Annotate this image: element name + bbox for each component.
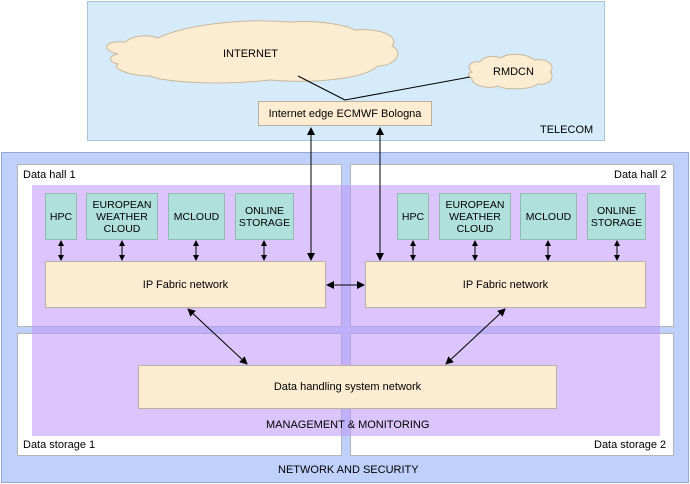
management-label: MANAGEMENT & MONITORING xyxy=(266,419,430,431)
service-label: EUROPEAN WEATHER CLOUD xyxy=(445,198,505,235)
service-label: MCLOUD xyxy=(173,210,220,223)
hall2-mcloud-box: MCLOUD xyxy=(520,193,577,240)
data-hall-1-label: Data hall 1 xyxy=(23,169,76,181)
telecom-label: TELECOM xyxy=(540,124,594,136)
data-storage-1-label: Data storage 1 xyxy=(23,439,96,451)
data-handling-label: Data handling system network xyxy=(273,381,422,393)
service-label: ONLINE STORAGE xyxy=(590,204,643,229)
internet-edge-label: Internet edge ECMWF Bologna xyxy=(268,107,422,120)
service-label: MCLOUD xyxy=(525,210,572,223)
hall2-online-storage-box: ONLINE STORAGE xyxy=(587,193,646,240)
service-label: HPC xyxy=(401,210,425,223)
network-security-label: NETWORK AND SECURITY xyxy=(278,464,419,476)
hall2-ip-fabric-box: IP Fabric network xyxy=(365,261,646,308)
service-label: EUROPEAN WEATHER CLOUD xyxy=(92,198,152,235)
rmdcn-cloud-label: RMDCN xyxy=(493,66,534,78)
hall1-mcloud-box: MCLOUD xyxy=(168,193,225,240)
hall1-european-weather-cloud-box: EUROPEAN WEATHER CLOUD xyxy=(86,193,158,240)
service-label: ONLINE STORAGE xyxy=(238,204,291,229)
hall2-european-weather-cloud-box: EUROPEAN WEATHER CLOUD xyxy=(439,193,511,240)
hall1-ip-fabric-box: IP Fabric network xyxy=(45,261,326,308)
ip-fabric-label: IP Fabric network xyxy=(462,278,549,291)
internet-edge-box: Internet edge ECMWF Bologna xyxy=(258,101,432,126)
ip-fabric-label: IP Fabric network xyxy=(142,278,229,291)
hall2-hpc-box: HPC xyxy=(397,193,429,240)
service-label: HPC xyxy=(49,210,73,223)
data-handling-box: Data handling system network xyxy=(138,365,557,409)
hall1-online-storage-box: ONLINE STORAGE xyxy=(235,193,294,240)
hall1-hpc-box: HPC xyxy=(45,193,77,240)
internet-cloud-label: INTERNET xyxy=(223,48,278,60)
data-hall-2-label: Data hall 2 xyxy=(614,169,667,181)
data-storage-2-label: Data storage 2 xyxy=(594,439,667,451)
